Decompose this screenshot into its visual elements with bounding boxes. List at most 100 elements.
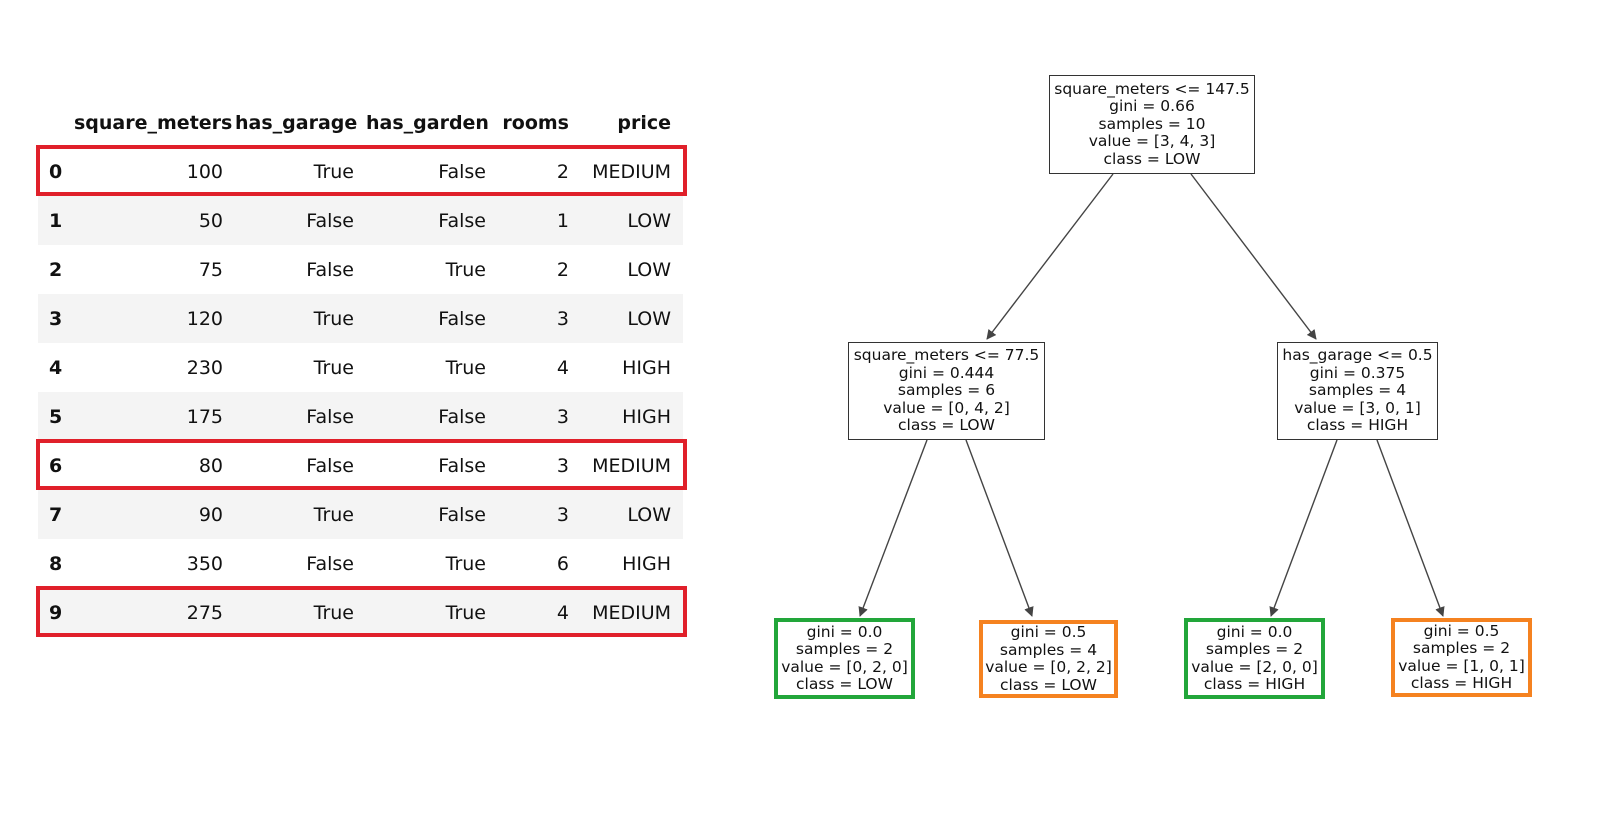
cell-has-garage: True bbox=[235, 490, 366, 539]
row-index: 0 bbox=[49, 160, 63, 183]
cell-rooms: 3 bbox=[556, 454, 569, 477]
cell-has-garage: False bbox=[235, 196, 366, 245]
cell-square-meters: 120 bbox=[74, 294, 235, 343]
tree-edge-left-ll bbox=[858, 439, 928, 617]
tree-node-line: class = LOW bbox=[1000, 675, 1097, 694]
tree-node-line: gini = 0.5 bbox=[1423, 621, 1500, 640]
cell-price: MEDIUM bbox=[592, 160, 671, 183]
table-header-row: square_meters has_garage has_garden room… bbox=[38, 98, 683, 147]
cell-square-meters: 175 bbox=[74, 392, 235, 441]
tree-node-line: value = [0, 2, 2] bbox=[985, 658, 1112, 676]
tree-node-line: class = LOW bbox=[1103, 149, 1201, 168]
tree-edge-right-rl bbox=[1269, 439, 1338, 617]
table-row: 2 75 False True 2 LOW bbox=[38, 245, 683, 294]
cell-rooms: 3 bbox=[498, 490, 581, 539]
row-index: 8 bbox=[49, 552, 63, 575]
tree-node-line: samples = 2 bbox=[1412, 639, 1511, 657]
cell-rooms: 4 bbox=[498, 588, 581, 637]
cell-rooms: 1 bbox=[498, 196, 581, 245]
cell-rooms: 3 bbox=[498, 294, 581, 343]
cell-has-garden: False bbox=[366, 196, 498, 245]
cell-square-meters: 350 bbox=[186, 552, 223, 575]
tree-node-line: value = [3, 4, 3] bbox=[1088, 132, 1216, 151]
cell-has-garage: False bbox=[306, 454, 354, 477]
tree-node-line: samples = 6 bbox=[897, 381, 996, 400]
cell-has-garage: True bbox=[313, 356, 354, 379]
row-index: 3 bbox=[38, 294, 74, 343]
cell-has-garden: False bbox=[366, 490, 498, 539]
cell-has-garden: True bbox=[366, 588, 498, 637]
cell-square-meters: 90 bbox=[74, 490, 235, 539]
cell-has-garage: True bbox=[313, 160, 354, 183]
column-header-has-garden: has_garden bbox=[366, 111, 489, 134]
tree-node-line: value = [0, 2, 0] bbox=[781, 657, 908, 676]
tree-node-line: gini = 0.5 bbox=[1010, 623, 1087, 641]
cell-price: HIGH bbox=[581, 392, 683, 441]
column-header-rooms: rooms bbox=[502, 111, 569, 134]
cell-square-meters: 80 bbox=[198, 454, 223, 477]
cell-has-garden: False bbox=[438, 160, 486, 183]
tree-node-line: class = LOW bbox=[898, 416, 995, 435]
cell-price: MEDIUM bbox=[592, 454, 671, 477]
tree-node-line: gini = 0.0 bbox=[806, 622, 883, 641]
tree-edge-left-lr bbox=[965, 439, 1034, 617]
cell-has-garden: True bbox=[445, 552, 486, 575]
tree-node-line: samples = 4 bbox=[999, 640, 1098, 659]
tree-node-line: samples = 2 bbox=[795, 640, 894, 658]
tree-edge-root-left bbox=[986, 173, 1114, 340]
tree-node-line: samples = 2 bbox=[1205, 640, 1304, 658]
tree-node-line: class = LOW bbox=[796, 675, 893, 693]
cell-square-meters: 230 bbox=[186, 356, 223, 379]
row-index: 6 bbox=[49, 454, 63, 477]
tree-node-line: value = [0, 4, 2] bbox=[883, 398, 1010, 417]
table-row: 6 80 False False 3 MEDIUM bbox=[38, 441, 683, 490]
tree-node-line: gini = 0.66 bbox=[1109, 97, 1195, 116]
tree-node-line: class = HIGH bbox=[1306, 416, 1409, 435]
tree-node-line: class = HIGH bbox=[1410, 674, 1513, 692]
cell-rooms: 2 bbox=[556, 258, 569, 281]
cell-has-garage: False bbox=[306, 258, 354, 281]
cell-has-garage: True bbox=[235, 294, 366, 343]
column-header-square-meters: square_meters bbox=[74, 111, 233, 134]
cell-has-garden: True bbox=[445, 356, 486, 379]
tree-node-line: square_meters <= 77.5 bbox=[853, 346, 1040, 365]
cell-square-meters: 75 bbox=[198, 258, 223, 281]
cell-has-garden: True bbox=[445, 258, 486, 281]
cell-square-meters: 100 bbox=[186, 160, 223, 183]
tree-node-line: samples = 10 bbox=[1098, 114, 1206, 133]
cell-price: LOW bbox=[581, 294, 683, 343]
cell-has-garden: False bbox=[438, 454, 486, 477]
cell-price: LOW bbox=[581, 196, 683, 245]
row-index: 9 bbox=[38, 588, 74, 637]
tree-node-line: class = HIGH bbox=[1203, 675, 1306, 693]
cell-square-meters: 50 bbox=[74, 196, 235, 245]
cell-has-garage: True bbox=[235, 588, 366, 637]
tree-node-line: has_garage <= 0.5 bbox=[1282, 346, 1433, 365]
cell-rooms: 6 bbox=[556, 552, 569, 575]
tree-node-line: value = [2, 0, 0] bbox=[1191, 657, 1318, 676]
tree-node-line: value = [3, 0, 1] bbox=[1294, 398, 1421, 417]
cell-rooms: 3 bbox=[498, 392, 581, 441]
tree-edge-right-rr bbox=[1376, 439, 1445, 617]
row-index: 4 bbox=[49, 356, 63, 379]
cell-price: LOW bbox=[627, 258, 671, 281]
cell-square-meters: 275 bbox=[74, 588, 235, 637]
row-index: 2 bbox=[49, 258, 63, 281]
cell-price: HIGH bbox=[622, 356, 671, 379]
cell-has-garage: False bbox=[235, 392, 366, 441]
cell-has-garage: False bbox=[306, 552, 354, 575]
